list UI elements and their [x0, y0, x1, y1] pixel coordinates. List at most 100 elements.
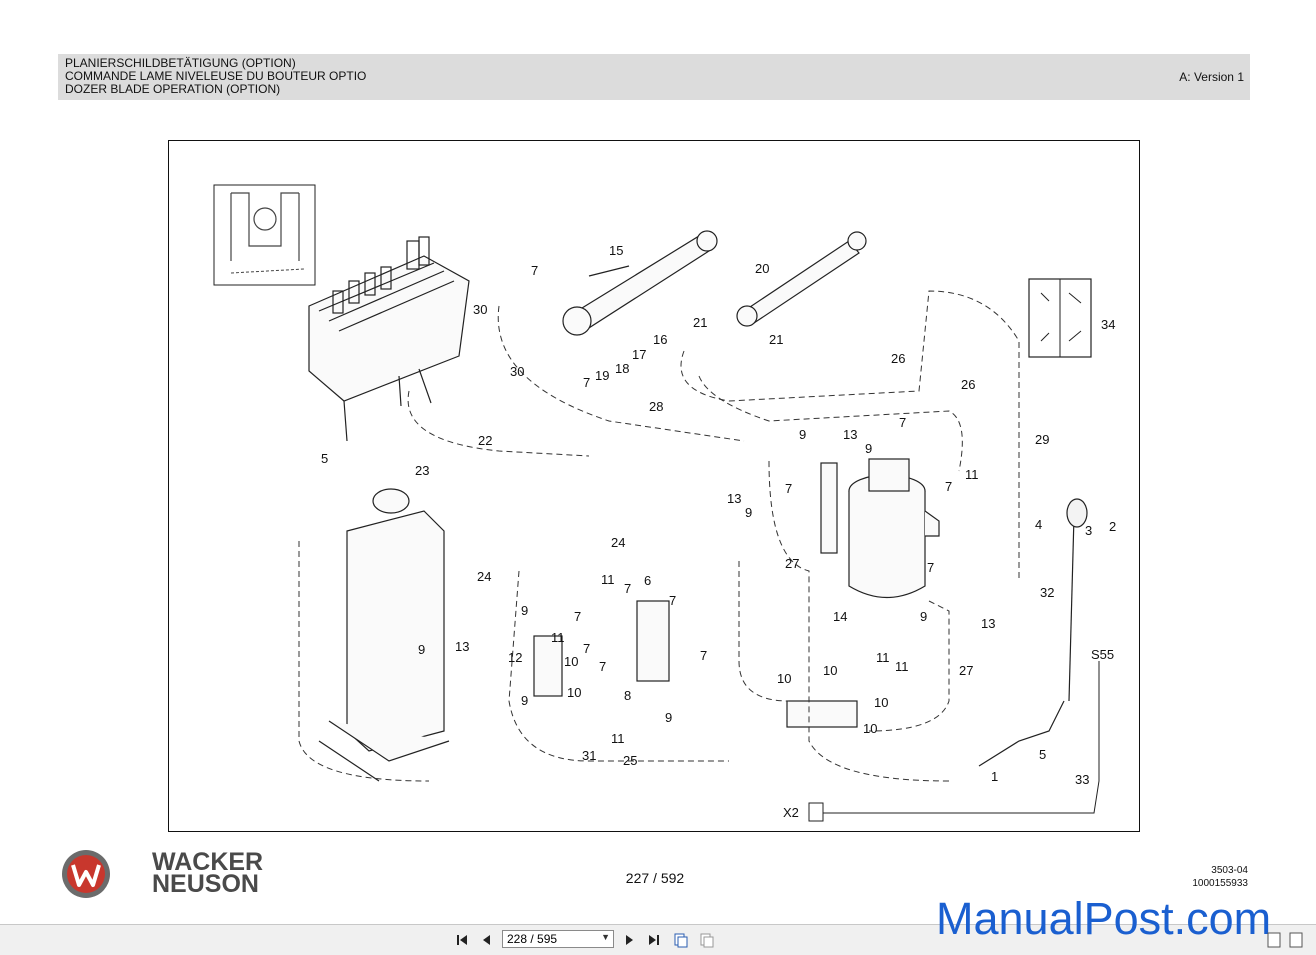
- callout-11: 11: [895, 659, 909, 674]
- callout-9: 9: [799, 427, 806, 442]
- callout-12: 12: [508, 650, 522, 665]
- callout-22: 22: [478, 433, 492, 448]
- callout-24: 24: [611, 535, 625, 550]
- callout-9: 9: [920, 609, 927, 624]
- document-codes: 3503-04 1000155933: [1192, 864, 1248, 890]
- callout-5b: 5: [1039, 747, 1046, 762]
- hose-lines: [298, 290, 1020, 782]
- wacker-neuson-logo-icon: [62, 850, 110, 898]
- page-input[interactable]: [503, 931, 597, 947]
- callout-1: 1: [991, 769, 998, 784]
- callout-27: 27: [785, 556, 799, 571]
- doc-code-number: 1000155933: [1192, 878, 1248, 889]
- version-label: A: Version 1: [1179, 70, 1244, 84]
- callout-9: 9: [521, 693, 528, 708]
- callout-11: 11: [601, 572, 615, 587]
- first-page-icon[interactable]: [454, 931, 472, 949]
- callout-7: 7: [700, 648, 707, 663]
- callout-6: 6: [644, 573, 651, 588]
- callout-19: 19: [595, 368, 609, 383]
- page-header: PLANIERSCHILDBETÄTIGUNG (OPTION) COMMAND…: [58, 54, 1250, 100]
- corner-icons: [1266, 930, 1310, 955]
- callout-labels: 1 2 3 4 5 5 6 7 7 7 7 7 7 7 7 7 7 7 7 8: [321, 243, 1116, 820]
- callout-10: 10: [564, 654, 578, 669]
- title-french: COMMANDE LAME NIVELEUSE DU BOUTEUR OPTIO: [65, 69, 367, 83]
- callout-10: 10: [567, 685, 581, 700]
- callout-2: 2: [1109, 519, 1116, 534]
- callout-13: 13: [981, 616, 995, 631]
- page-view-icon[interactable]: [672, 931, 690, 949]
- callout-10: 10: [863, 721, 877, 736]
- callout-21: 21: [769, 332, 783, 347]
- callout-20: 20: [755, 261, 769, 276]
- callout-26: 26: [891, 351, 905, 366]
- callout-10: 10: [874, 695, 888, 710]
- doc-code-section: 3503-04: [1211, 865, 1248, 876]
- valve-group: [533, 600, 858, 728]
- connector-x2: [808, 802, 824, 822]
- fit-page-icon[interactable]: [1267, 932, 1281, 948]
- callout-15: 15: [609, 243, 623, 258]
- cylinder-20: [736, 231, 867, 327]
- callout-25: 25: [623, 753, 637, 768]
- callout-16: 16: [653, 332, 667, 347]
- callout-26: 26: [961, 377, 975, 392]
- inset-thumbnail: [213, 184, 316, 286]
- callout-33: 33: [1075, 772, 1089, 787]
- lever-assembly: [819, 498, 1100, 814]
- callout-28: 28: [649, 399, 663, 414]
- callout-5a: 5: [321, 451, 328, 466]
- callout-7: 7: [599, 659, 606, 674]
- hydraulic-diagram: 1 2 3 4 5 5 6 7 7 7 7 7 7 7 7 7 7 7 7 8: [168, 140, 1140, 832]
- callout-9: 9: [521, 603, 528, 618]
- callout-10: 10: [823, 663, 837, 678]
- continuous-view-icon[interactable]: [698, 931, 716, 949]
- callout-13: 13: [727, 491, 741, 506]
- brand-logo: WACKER NEUSON: [58, 846, 278, 902]
- callout-11: 11: [965, 467, 979, 482]
- callout-30: 30: [473, 302, 487, 317]
- callout-11: 11: [876, 650, 890, 665]
- title-german: PLANIERSCHILDBETÄTIGUNG (OPTION): [65, 56, 296, 70]
- callout-9: 9: [865, 441, 872, 456]
- callout-27: 27: [959, 663, 973, 678]
- callout-7: 7: [583, 641, 590, 656]
- chevron-down-icon[interactable]: ▼: [601, 932, 610, 942]
- callout-7: 7: [669, 593, 676, 608]
- diagram-svg: 1 2 3 4 5 5 6 7 7 7 7 7 7 7 7 7 7 7 7 8: [213, 184, 1116, 822]
- callout-14: 14: [833, 609, 847, 624]
- last-page-icon[interactable]: [644, 931, 662, 949]
- callout-9: 9: [418, 642, 425, 657]
- callout-11: 11: [551, 630, 565, 645]
- callout-7: 7: [583, 375, 590, 390]
- callout-30: 30: [510, 364, 524, 379]
- callout-21: 21: [693, 315, 707, 330]
- callout-3: 3: [1085, 523, 1092, 538]
- callout-17: 17: [632, 347, 646, 362]
- callout-4: 4: [1035, 517, 1042, 532]
- callout-x2: X2: [783, 805, 799, 820]
- callout-13: 13: [455, 639, 469, 654]
- brand-name-line2: NEUSON: [152, 870, 259, 898]
- callout-7: 7: [785, 481, 792, 496]
- next-page-icon[interactable]: [620, 931, 638, 949]
- callout-7: 7: [531, 263, 538, 278]
- callout-18: 18: [615, 361, 629, 376]
- title-english: DOZER BLADE OPERATION (OPTION): [65, 82, 281, 96]
- fit-width-icon[interactable]: [1289, 932, 1303, 948]
- callout-7: 7: [899, 415, 906, 430]
- callout-34: 34: [1101, 317, 1115, 332]
- document-viewer: PLANIERSCHILDBETÄTIGUNG (OPTION) COMMAND…: [58, 54, 1250, 902]
- callout-24: 24: [477, 569, 491, 584]
- prev-page-icon[interactable]: [478, 931, 496, 949]
- rotary-joint: [820, 458, 940, 599]
- callout-32: 32: [1040, 585, 1054, 600]
- callout-11: 11: [611, 731, 625, 746]
- callout-29: 29: [1035, 432, 1049, 447]
- callout-7: 7: [574, 609, 581, 624]
- page-selector[interactable]: ▼: [502, 930, 614, 948]
- callout-13: 13: [843, 427, 857, 442]
- callout-31: 31: [582, 748, 596, 763]
- cylinder-15: [562, 230, 718, 336]
- callout-9: 9: [745, 505, 752, 520]
